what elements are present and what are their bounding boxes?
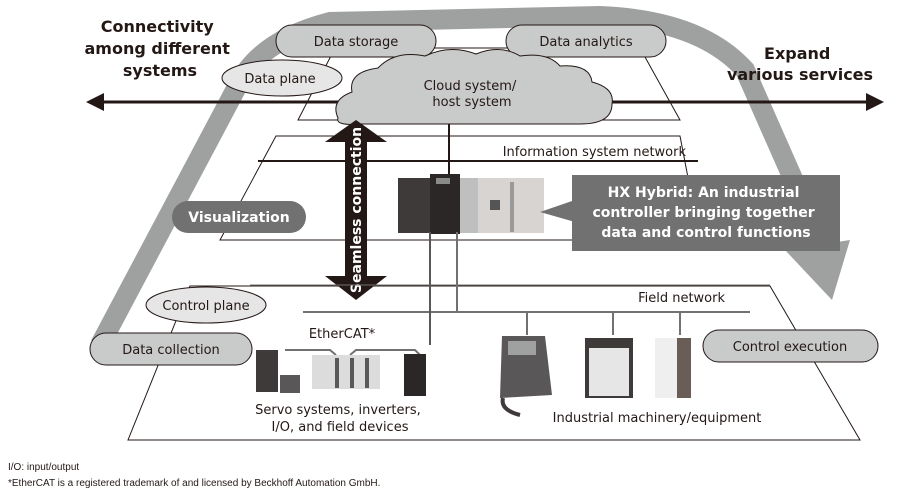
heading-connectivity: Connectivity among different systems — [85, 17, 236, 80]
svg-text:Control execution: Control execution — [733, 340, 847, 355]
ethercat-label: EtherCAT* — [309, 327, 376, 342]
industrial-machinery-image — [500, 336, 691, 417]
field-plane — [127, 285, 861, 441]
svg-text:Visualization: Visualization — [188, 210, 289, 226]
information-network-label: Information system network — [503, 145, 687, 160]
svg-text:Data plane: Data plane — [244, 72, 315, 87]
visualization-bubble: Visualization — [172, 201, 306, 233]
ethercat-chain-line — [285, 349, 421, 356]
data-storage-bubble: Data storage — [275, 24, 437, 58]
hx-hybrid-controller-image — [398, 174, 544, 234]
seamless-connection-arrow: Seamless connection — [325, 120, 387, 300]
svg-text:Cloud system/ host syste: Cloud system/ host system — [424, 79, 521, 110]
svg-text:Data storage: Data storage — [314, 35, 399, 50]
field-devices-image — [256, 350, 426, 396]
data-collection-bubble: Data collection — [89, 332, 253, 366]
machinery-label: Industrial machinery/equipment — [553, 411, 762, 426]
svg-text:HX Hybrid: An industrial: HX Hybrid: An industrial controller brin… — [592, 185, 819, 241]
svg-text:Data collection: Data collection — [122, 343, 220, 358]
svg-text:Data analytics: Data analytics — [539, 35, 633, 50]
field-network-label: Field network — [638, 291, 725, 306]
control-plane-ellipse: Control plane — [145, 286, 267, 324]
svg-text:Seamless connection: Seamless connection — [349, 127, 365, 293]
footnote-ethercat: *EtherCAT is a registered trademark of a… — [8, 478, 381, 489]
footnote-io: I/O: input/output — [8, 462, 80, 473]
heading-expand-services: Expand various services — [727, 44, 873, 84]
control-execution-bubble: Control execution — [702, 329, 879, 363]
flow-loop-arrowhead — [785, 240, 850, 300]
data-plane-ellipse: Data plane — [221, 59, 343, 97]
hx-hybrid-callout: HX Hybrid: An industrial controller brin… — [540, 175, 840, 251]
data-analytics-bubble: Data analytics — [505, 24, 667, 58]
svg-text:Control plane: Control plane — [162, 299, 249, 314]
left-arrowhead-icon — [86, 93, 104, 111]
field-devices-label: Servo systems, inverters, I/O, and field… — [255, 403, 425, 435]
flow-loop-arrow — [91, 5, 830, 350]
cloud-system: Cloud system/ host system — [335, 49, 613, 125]
right-arrowhead-icon — [866, 93, 884, 111]
